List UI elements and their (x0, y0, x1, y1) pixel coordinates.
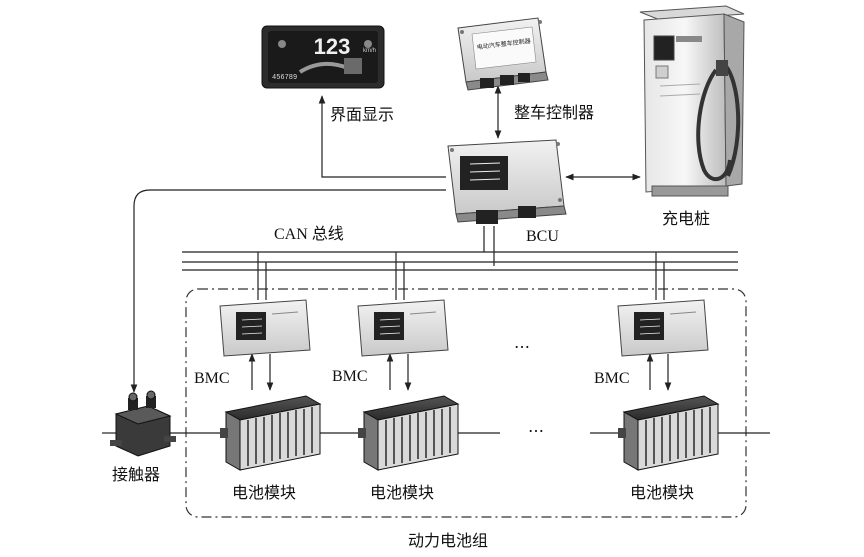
ellipsis-label: … (514, 333, 530, 352)
battery-module-label: 电池模块 (232, 483, 297, 502)
bcu-label: BCU (526, 228, 559, 245)
display-odometer-readout: 456789 (272, 74, 297, 82)
charger-label: 充电桩 (662, 209, 711, 228)
contactor-device (110, 390, 176, 457)
bcu-device (447, 139, 567, 224)
battery-module (220, 395, 322, 471)
ellipsis-label: … (528, 417, 544, 436)
display-speed-readout: 123 (314, 34, 351, 59)
display-unit-readout: km/h (363, 48, 376, 54)
bmc-unit (617, 299, 709, 357)
bmc-label: BMC (332, 368, 368, 385)
bmc-unit (219, 299, 311, 357)
display-label: 界面显示 (330, 105, 395, 124)
vehicle-controller-device: 电动汽车整车控制器 (457, 17, 549, 91)
bmc-label: BMC (594, 370, 630, 387)
charging-pile-device (639, 5, 745, 197)
contactor-label: 接触器 (112, 465, 161, 484)
bmc-unit (357, 299, 449, 357)
dashboard-display-device: 123 km/h 456789 (261, 25, 385, 89)
battery-module-label: 电池模块 (370, 483, 435, 502)
vcu-label: 整车控制器 (514, 103, 595, 122)
battery-pack-label: 动力电池组 (408, 531, 489, 550)
battery-module (618, 395, 720, 471)
battery-pack-boundary (185, 288, 747, 518)
battery-module (358, 395, 460, 471)
can-bus-label: CAN 总线 (274, 226, 344, 243)
connection-lines (130, 85, 672, 393)
battery-module-label: 电池模块 (630, 483, 695, 502)
can-bus (182, 251, 738, 271)
bmc-label: BMC (194, 370, 230, 387)
